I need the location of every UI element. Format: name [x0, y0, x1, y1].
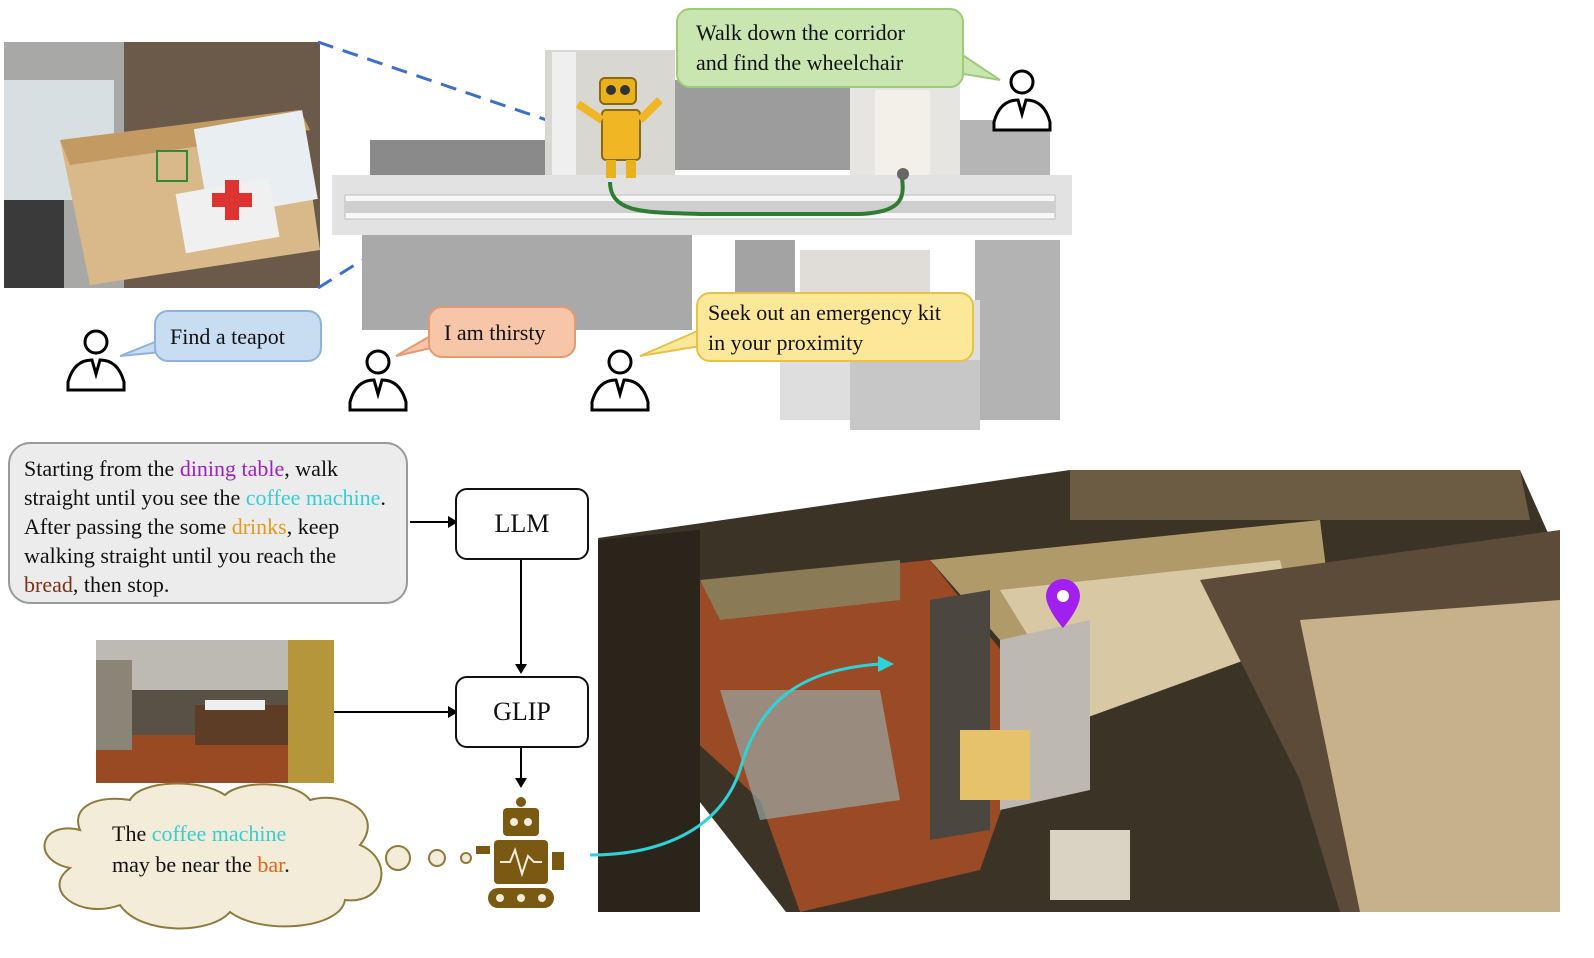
cyan-trajectory-arrowhead [878, 656, 894, 672]
glip-label: GLIP [493, 697, 551, 726]
llm-module-box: LLM [455, 488, 589, 560]
restaurant-3d-scene [598, 470, 1560, 912]
person-icon [348, 349, 408, 412]
instruction-text: Starting from the dining table, walk str… [24, 456, 386, 597]
projection-line-top [317, 40, 571, 130]
location-pin-icon [1046, 579, 1080, 628]
green-trajectory-path [608, 177, 905, 216]
speech-text-thirsty: I am thirsty [444, 320, 546, 345]
thought-object: coffee machine [151, 821, 287, 846]
landmark-dining-table: dining table [179, 456, 285, 481]
tabletop-closeup-photo [4, 42, 320, 288]
person-icon [992, 69, 1052, 132]
observation-photo [96, 640, 334, 783]
agent-robot-icon [476, 797, 564, 908]
landmark-coffee-machine: coffee machine [245, 485, 381, 510]
speech-bubble-teapot: Find a teapot [154, 310, 322, 362]
wheelchair-marker [897, 168, 909, 180]
speech-text-teapot: Find a teapot [170, 324, 285, 349]
navigation-instruction-box: Starting from the dining table, walk str… [8, 442, 408, 604]
glip-module-box: GLIP [455, 676, 589, 748]
robot-icon [575, 77, 663, 178]
speech-text-corridor: Walk down the corridor and find the whee… [696, 20, 905, 75]
speech-bubble-corridor: Walk down the corridor and find the whee… [676, 8, 964, 88]
llm-label: LLM [494, 509, 550, 538]
cyan-trajectory-path [589, 662, 881, 857]
thought-text: The coffee machine may be near the bar. [112, 821, 290, 877]
person-icon [590, 349, 650, 412]
speech-bubble-emergency-kit: Seek out an emergency kit in your proxim… [696, 292, 974, 362]
thought-place: bar [257, 852, 285, 877]
landmark-bread: bread [24, 572, 73, 597]
floor-plan-map [332, 50, 1072, 430]
thought-cloud [43, 782, 472, 930]
speech-text-emergency-kit: Seek out an emergency kit in your proxim… [708, 300, 941, 355]
person-icon [66, 329, 126, 392]
speech-bubble-thirsty: I am thirsty [428, 306, 576, 358]
landmark-drinks: drinks [231, 514, 287, 539]
